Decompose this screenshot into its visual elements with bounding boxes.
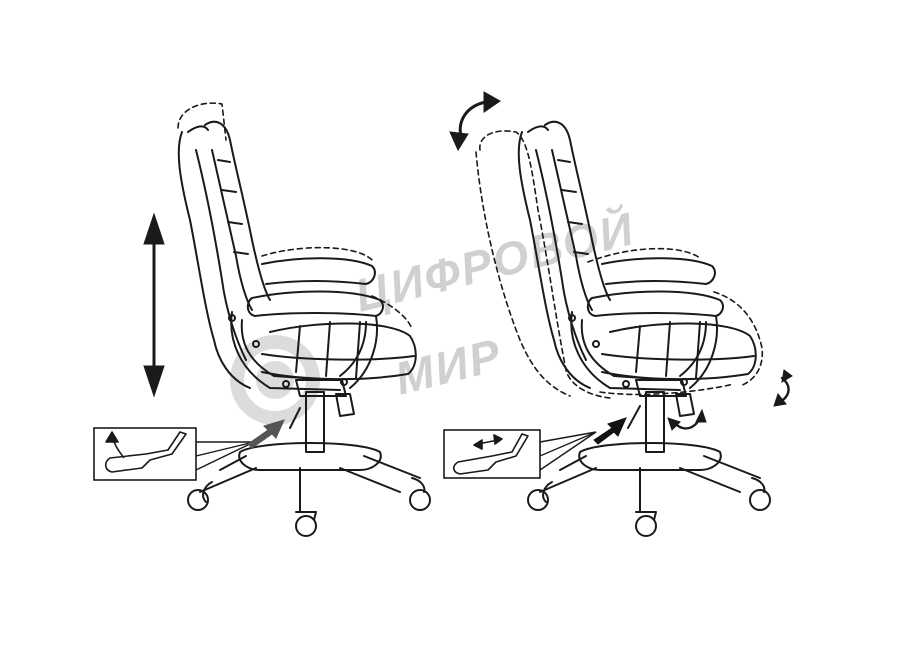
lever-lift-icon (104, 431, 187, 473)
lever-push-pull-icon (452, 433, 529, 475)
right-lever (627, 405, 641, 429)
left-armrest (228, 257, 384, 391)
lever-push-pull-inset (443, 429, 597, 479)
watermark-line2: МИР (390, 328, 507, 405)
left-chair (177, 102, 431, 537)
left-backrest (177, 120, 271, 389)
right-gas-lift (635, 379, 695, 453)
tension-rotate-arrow-icon (773, 369, 793, 407)
left-lever (289, 407, 301, 429)
left-base (187, 442, 431, 537)
right-seat (601, 321, 757, 381)
right-chair-reclined-outline (475, 130, 764, 399)
knob-rotate-arrow-icon (667, 408, 707, 431)
double-vertical-arrow-icon (143, 212, 165, 398)
left-seat (261, 321, 417, 381)
right-armrest (568, 257, 724, 391)
lever-lift-inset (93, 427, 255, 481)
curved-rotate-arrow-icon (449, 91, 501, 152)
right-backrest (517, 120, 611, 389)
right-lever-pointer-arrow (593, 417, 627, 445)
left-gas-lift (295, 379, 355, 453)
left-lever-pointer-arrow (247, 419, 285, 449)
right-chair (475, 120, 771, 537)
left-chair-raised-outline (177, 102, 413, 331)
right-base (527, 442, 771, 537)
